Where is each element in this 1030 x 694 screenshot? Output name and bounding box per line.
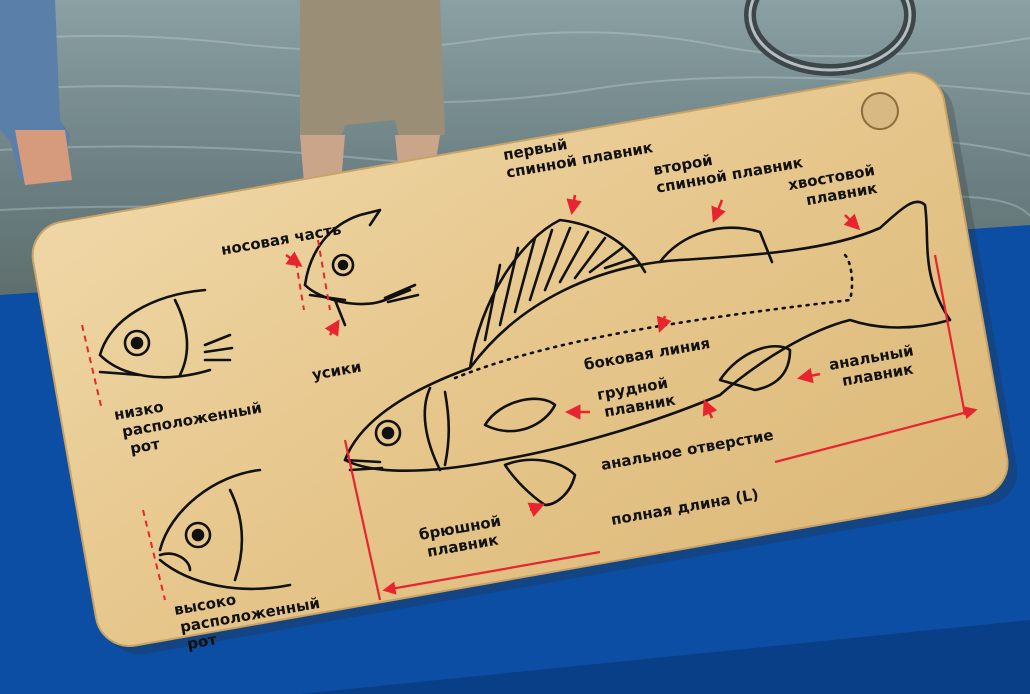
right-person-shorts [300,0,445,140]
